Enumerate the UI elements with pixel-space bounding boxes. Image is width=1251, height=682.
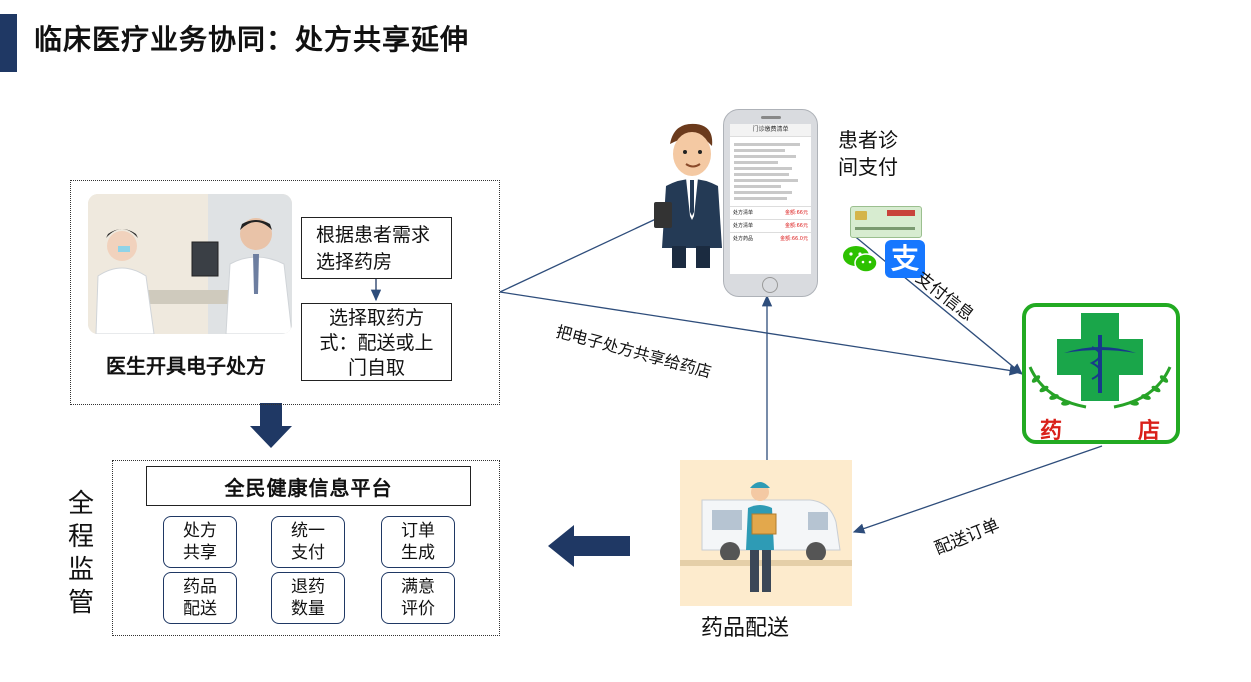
platform-item-return-quantity: 退药数量	[271, 572, 345, 624]
pay-info-arrow	[851, 233, 1024, 375]
pharmacy-sign: 药 店	[1022, 303, 1180, 444]
phone-header: 门诊缴费清单	[730, 124, 811, 137]
share-prescription-arrow	[499, 291, 1022, 376]
pharmacy-logo	[1028, 313, 1172, 409]
left-arrow-big	[548, 525, 630, 567]
phone-text-lines	[730, 137, 811, 206]
pharmacy-label-right: 店	[1138, 419, 1161, 444]
phone-mockup: 门诊缴费清单 处方清单金额:66元 处方清单金额:66元 处方药品金额:66.0…	[723, 109, 818, 297]
page-title: 临床医疗业务协同：处方共享延伸	[34, 23, 470, 56]
phone-speaker	[761, 116, 781, 119]
phone-row: 处方药品金额:66.0元	[730, 232, 811, 245]
platform-item-drug-delivery: 药品配送	[163, 572, 237, 624]
patient-illustration	[654, 123, 722, 268]
step-pickup-method: 选择取药方式：配送或上门自取	[301, 303, 452, 381]
platform-item-satisfaction: 满意评价	[381, 572, 455, 624]
bank-card-icon	[850, 206, 922, 238]
platform-name: 全民健康信息平台	[146, 466, 471, 506]
phone-home-button	[762, 277, 778, 293]
phone-row: 处方清单金额:66元	[730, 206, 811, 219]
patient-pay-label: 患者诊间支付	[838, 128, 898, 179]
wechat-icon	[842, 244, 878, 274]
doctor-photo	[88, 194, 292, 334]
step-select-pharmacy: 根据患者需求选择药房	[301, 217, 452, 279]
platform-item-unified-payment: 统一支付	[271, 516, 345, 568]
supervision-label: 全程监管	[67, 489, 94, 618]
doctor-section	[70, 180, 500, 405]
order-arrow	[852, 445, 1103, 534]
delivery-label: 药品配送	[701, 616, 790, 641]
platform-section	[112, 460, 500, 636]
down-arrow-big	[250, 403, 292, 448]
platform-item-prescription-share: 处方共享	[163, 516, 237, 568]
patient-figure	[652, 120, 724, 270]
doctor-photo-illustration	[88, 194, 292, 334]
platform-item-order-generation: 订单生成	[381, 516, 455, 568]
phone-screen: 门诊缴费清单 处方清单金额:66元 处方清单金额:66元 处方药品金额:66.0…	[730, 124, 811, 274]
title-accent-bar	[0, 14, 17, 72]
phone-row: 处方清单金额:66元	[730, 219, 811, 232]
doctor-to-patient-line	[499, 217, 659, 293]
delivery-illustration	[680, 460, 852, 606]
pharmacy-label-left: 药	[1040, 419, 1063, 444]
alipay-icon: 支	[885, 240, 925, 278]
delivery-scene	[680, 460, 852, 606]
doctor-caption: 医生开具电子处方	[106, 354, 266, 378]
